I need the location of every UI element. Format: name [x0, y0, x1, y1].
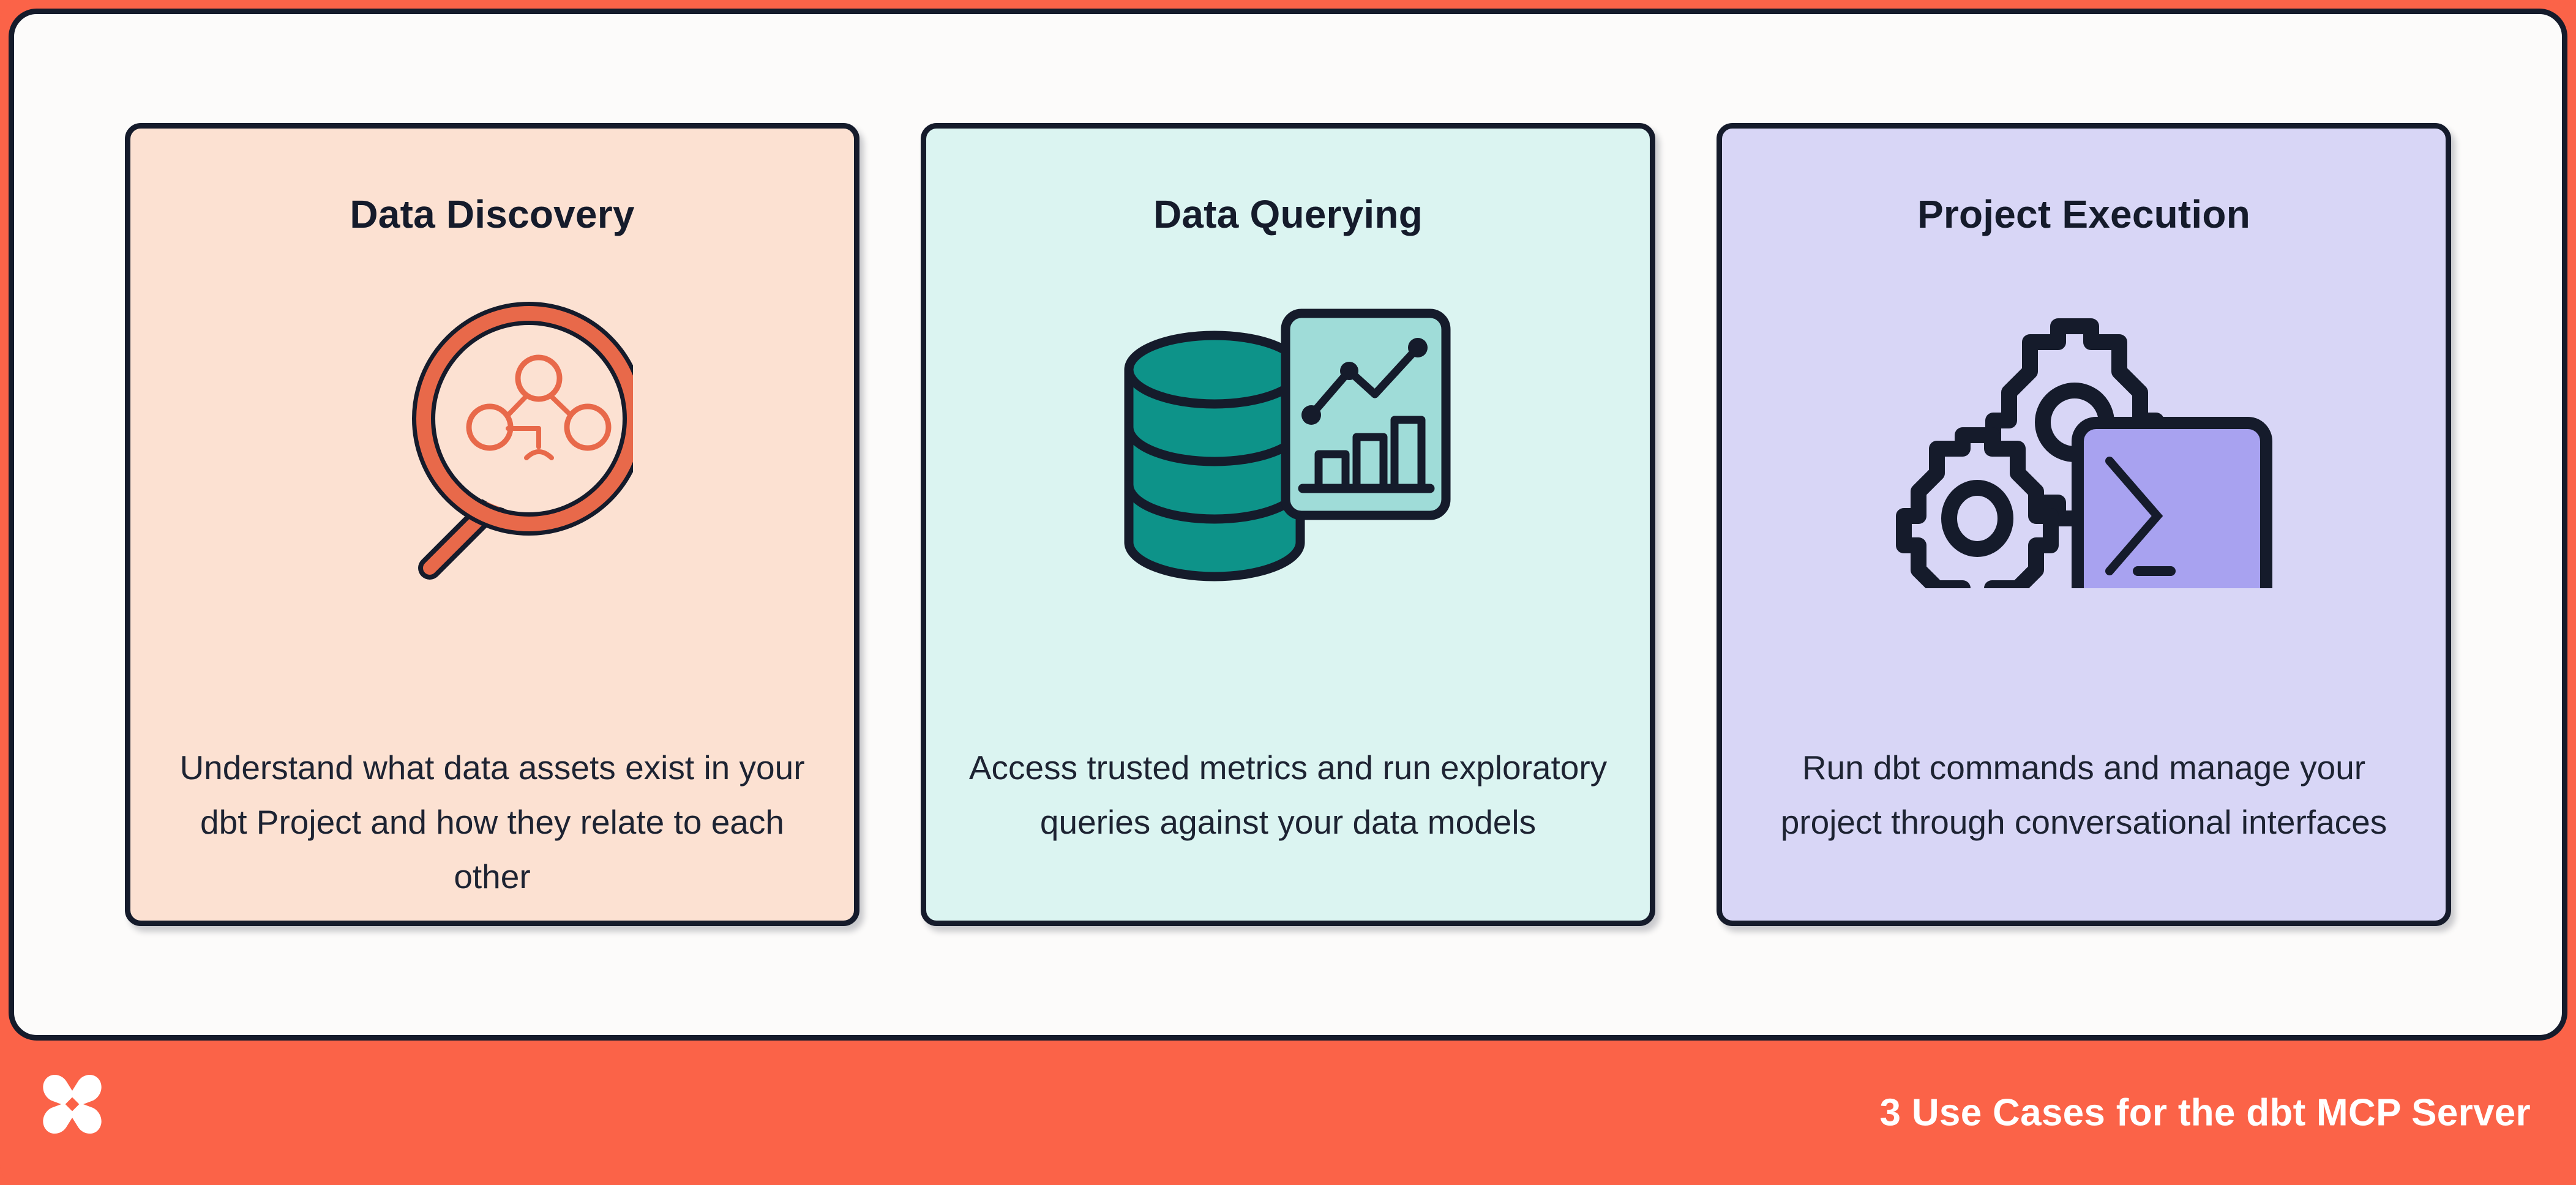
card-data-discovery[interactable]: Data Discovery: [125, 123, 859, 926]
card-body: Access trusted metrics and run explorato…: [968, 749, 1608, 842]
card-title: Data Discovery: [350, 192, 635, 236]
card-title: Project Execution: [1917, 192, 2250, 236]
card-data-querying[interactable]: Data Querying: [921, 123, 1655, 926]
footer-bar: 3 Use Cases for the dbt MCP Server: [0, 1041, 2576, 1185]
use-case-card-row: Data Discovery: [14, 14, 2562, 1035]
footer-caption: 3 Use Cases for the dbt MCP Server: [1879, 1091, 2531, 1134]
dbt-x-logo-icon: [36, 1066, 109, 1140]
card-body: Understand what data assets exist in you…: [179, 749, 805, 896]
database-analytics-icon: [926, 279, 1650, 622]
gears-terminal-icon: [1722, 279, 2446, 622]
magnifying-glass-graph-icon: [130, 279, 854, 622]
card-body: Run dbt commands and manage your project…: [1780, 749, 2387, 842]
card-project-execution[interactable]: Project Execution: [1717, 123, 2451, 926]
content-panel: Data Discovery: [9, 9, 2567, 1041]
card-title: Data Querying: [1153, 192, 1423, 236]
